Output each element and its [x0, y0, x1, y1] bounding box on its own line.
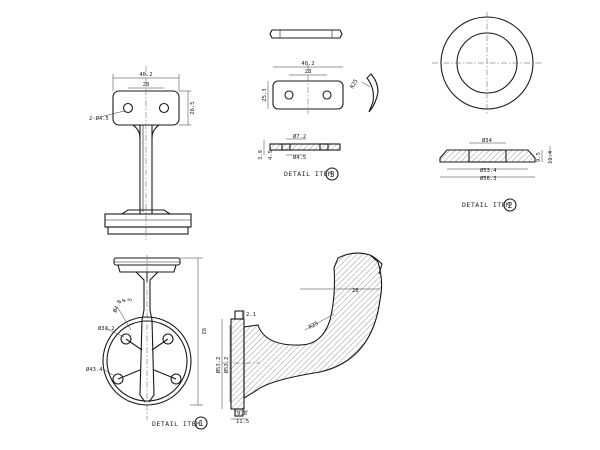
detail1-label: DETAIL ITEM [152, 420, 201, 428]
profile-dim-4: Ø53.2 [215, 357, 222, 374]
profile-section: 2.1 28 R25 Ø53.2 Ø52.2 9.8 11.5 [215, 252, 383, 425]
d3-dim-height: 25.3 [262, 88, 268, 101]
base-hole-3 [112, 373, 124, 385]
d3-dim-width: 40.2 [301, 61, 314, 67]
profile-dim-2: 28 [352, 288, 359, 294]
d3-dim-a: Ø7.2 [293, 133, 306, 140]
dim-d3: Ø43.4 [86, 366, 103, 373]
bracket-base-plate [230, 318, 245, 410]
d3-dim-b: Ø4.5 [293, 154, 306, 161]
profile-dim-1: 2.1 [246, 312, 256, 318]
dim-holes: 2-Ø4.5 [89, 115, 109, 122]
detail2-badge [503, 198, 517, 212]
d3-curved-side [366, 73, 379, 113]
plate-hole-left [122, 102, 134, 114]
side-view-bottom: 92 Ø4.8 Ø33.2 Ø43.4 4 5 [86, 255, 206, 420]
profile-dim-5: Ø52.2 [223, 357, 230, 374]
dim-hole-spacing: 28 [143, 82, 150, 88]
bracket-arm [243, 252, 383, 399]
dim-total-height: 92 [200, 328, 206, 335]
dim-rot-a: 4 [121, 298, 128, 304]
d3-dim-radius: R25 [350, 78, 360, 90]
profile-dim-3: R25 [308, 321, 320, 331]
d3-dim-spacing: 28 [305, 69, 312, 75]
base-hole-1 [120, 333, 132, 345]
detail3-badge [325, 167, 339, 181]
d3-hole-left [284, 90, 294, 100]
front-view-top: 40.2 28 26.5 2-Ø4.5 [89, 66, 196, 240]
detail-3: 40.2 28 25.3 R25 Ø7.2 Ø4.5 3.9 4.5 DETAI… [258, 29, 379, 181]
d2-dim-b: Ø53.4 [480, 167, 497, 174]
base-flare [121, 209, 171, 215]
d3-hole-right [322, 90, 332, 100]
base-hole-4 [170, 373, 182, 385]
side-plate-bottom [117, 264, 177, 273]
base-rim [107, 226, 189, 235]
d2-section [439, 149, 536, 163]
d3-section [269, 143, 341, 151]
detail1-number: 1 [198, 419, 203, 428]
detail1-badge [194, 416, 208, 430]
detail2-number: 2 [507, 201, 512, 210]
d2-dim-d: 9.5 [536, 152, 542, 162]
dim-rot-b: 5 [127, 298, 134, 303]
detail-2: Ø34 Ø53.4 Ø56.3 9.5 11.4 DETAIL ITEM 2 [432, 12, 554, 212]
round-base-inner [106, 320, 188, 402]
profile-dim-6: 9.8 [237, 411, 247, 417]
dim-d1: Ø4.8 [111, 299, 123, 314]
dim-d2: Ø33.2 [98, 325, 115, 332]
base-flange [104, 213, 192, 228]
detail2-label: DETAIL ITEM [462, 201, 511, 209]
plate-hole-right [158, 102, 170, 114]
dim-height: 26.5 [190, 101, 196, 114]
detail3-label: DETAIL ITEM [284, 170, 333, 178]
d3-top-edge-view [269, 29, 343, 39]
d3-dim-c: 3.9 [258, 150, 264, 160]
d2-dim-c: Ø56.3 [480, 175, 497, 182]
d3-dim-d: 4.5 [268, 150, 274, 160]
profile-dim-7: 11.5 [236, 419, 249, 425]
dim-width: 40.2 [139, 72, 152, 78]
mounting-plate [112, 90, 180, 126]
d2-dim-e: 11.4 [548, 150, 554, 164]
base-hole-2 [162, 333, 174, 345]
detail3-number: 3 [329, 170, 334, 179]
round-base-outer [102, 316, 192, 406]
d2-dim-a: Ø34 [482, 137, 493, 144]
